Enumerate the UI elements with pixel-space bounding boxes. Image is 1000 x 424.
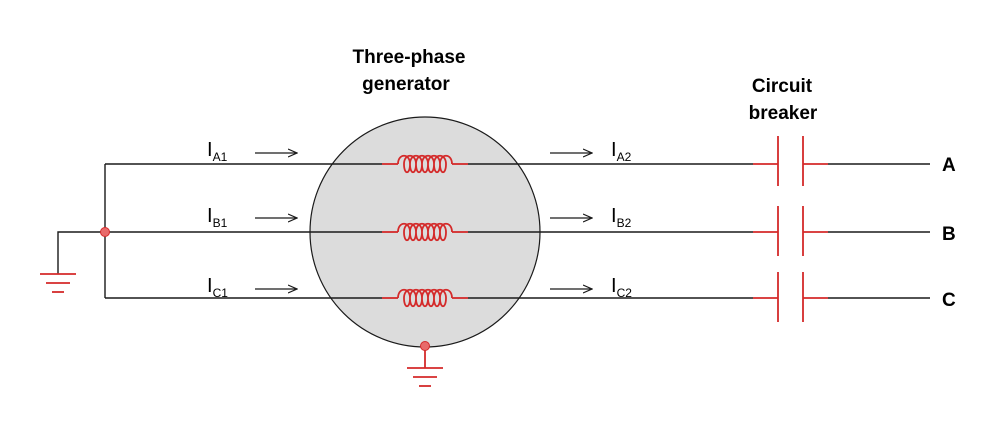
- junction-node: [100, 227, 110, 237]
- coil-phase-b: [382, 222, 468, 242]
- current-arrows: [255, 153, 592, 289]
- current-label-out-b: IB2: [611, 205, 632, 230]
- generator-title-line2: generator: [362, 74, 450, 95]
- phase-label-b: B: [942, 224, 956, 245]
- breaker-phase-c: [753, 272, 828, 322]
- coils: [382, 154, 468, 308]
- wiring: [57, 163, 930, 299]
- ground-symbols: [40, 273, 443, 387]
- phase-label-c: C: [942, 290, 956, 311]
- current-label-in-b: IB1: [207, 205, 228, 230]
- current-label-in-a: IA1: [207, 139, 228, 164]
- ground-generator-icon: [407, 346, 443, 387]
- generator-neutral-node: [420, 341, 430, 351]
- current-label-out-c: IC2: [611, 275, 632, 300]
- current-label-in-c: IC1: [207, 275, 228, 300]
- phase-label-a: A: [942, 155, 956, 176]
- breaker-phase-b: [753, 206, 828, 256]
- breaker-title-line2: breaker: [749, 103, 818, 124]
- breaker-title-line1: Circuit: [752, 76, 813, 97]
- breaker-contacts: [753, 136, 828, 322]
- coil-phase-c: [382, 288, 468, 308]
- current-label-out-a: IA2: [611, 139, 632, 164]
- ground-neutral-icon: [40, 273, 76, 293]
- generator-title-line1: Three-phase: [353, 47, 466, 68]
- breaker-phase-a: [753, 136, 828, 186]
- coil-phase-a: [382, 154, 468, 174]
